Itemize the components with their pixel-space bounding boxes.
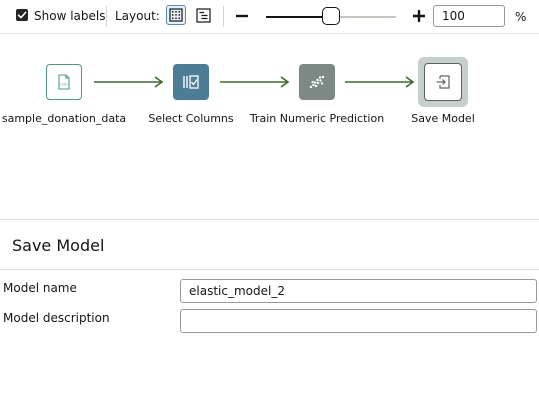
layout-label: Layout: <box>115 9 160 23</box>
svg-text:CSV: CSV <box>60 83 68 87</box>
toolbar: Show labels Layout: <box>0 0 539 34</box>
plus-icon <box>413 10 425 22</box>
node-label: Save Model <box>411 112 475 125</box>
panel-title: Save Model <box>12 236 105 255</box>
grid-layout-button[interactable] <box>166 5 186 25</box>
connector-arrow <box>94 76 164 88</box>
show-labels-checkbox[interactable] <box>16 9 28 21</box>
toolbar-divider <box>106 6 107 27</box>
check-icon <box>17 11 27 19</box>
csv-file-icon: CSV <box>58 74 70 90</box>
node-sample-donation-data[interactable]: CSV <box>46 64 82 100</box>
zoom-slider-thumb[interactable] <box>322 7 340 25</box>
model-name-input[interactable] <box>180 279 537 303</box>
toolbar-divider <box>223 6 224 27</box>
panel-divider <box>0 219 539 220</box>
node-label: Train Numeric Prediction <box>249 112 385 125</box>
save-model-icon <box>436 75 450 89</box>
show-labels-label[interactable]: Show labels <box>34 9 106 23</box>
panel-divider <box>0 269 539 270</box>
model-description-input[interactable] <box>180 309 537 333</box>
node-save-model-selected[interactable] <box>418 57 468 107</box>
node-train-numeric-prediction[interactable] <box>299 64 335 100</box>
select-columns-icon <box>183 75 199 89</box>
connector-arrow <box>345 76 415 88</box>
grid-layout-icon <box>169 8 183 22</box>
zoom-in-button[interactable] <box>410 6 428 26</box>
zoom-slider-fill <box>266 16 331 18</box>
node-select-columns[interactable] <box>173 64 209 100</box>
zoom-out-button[interactable] <box>233 6 251 26</box>
zoom-percent-unit: % <box>515 10 527 24</box>
node-label: sample_donation_data <box>1 112 127 125</box>
minus-icon <box>236 14 248 18</box>
node-save-model[interactable] <box>424 63 462 101</box>
list-layout-icon <box>195 7 211 23</box>
node-label: Select Columns <box>148 112 234 125</box>
model-description-label: Model description <box>3 311 110 325</box>
list-layout-button[interactable] <box>193 5 213 25</box>
zoom-percent-input[interactable] <box>433 5 505 27</box>
model-name-label: Model name <box>3 281 77 295</box>
scatter-plot-icon <box>309 75 325 89</box>
connector-arrow <box>220 76 290 88</box>
